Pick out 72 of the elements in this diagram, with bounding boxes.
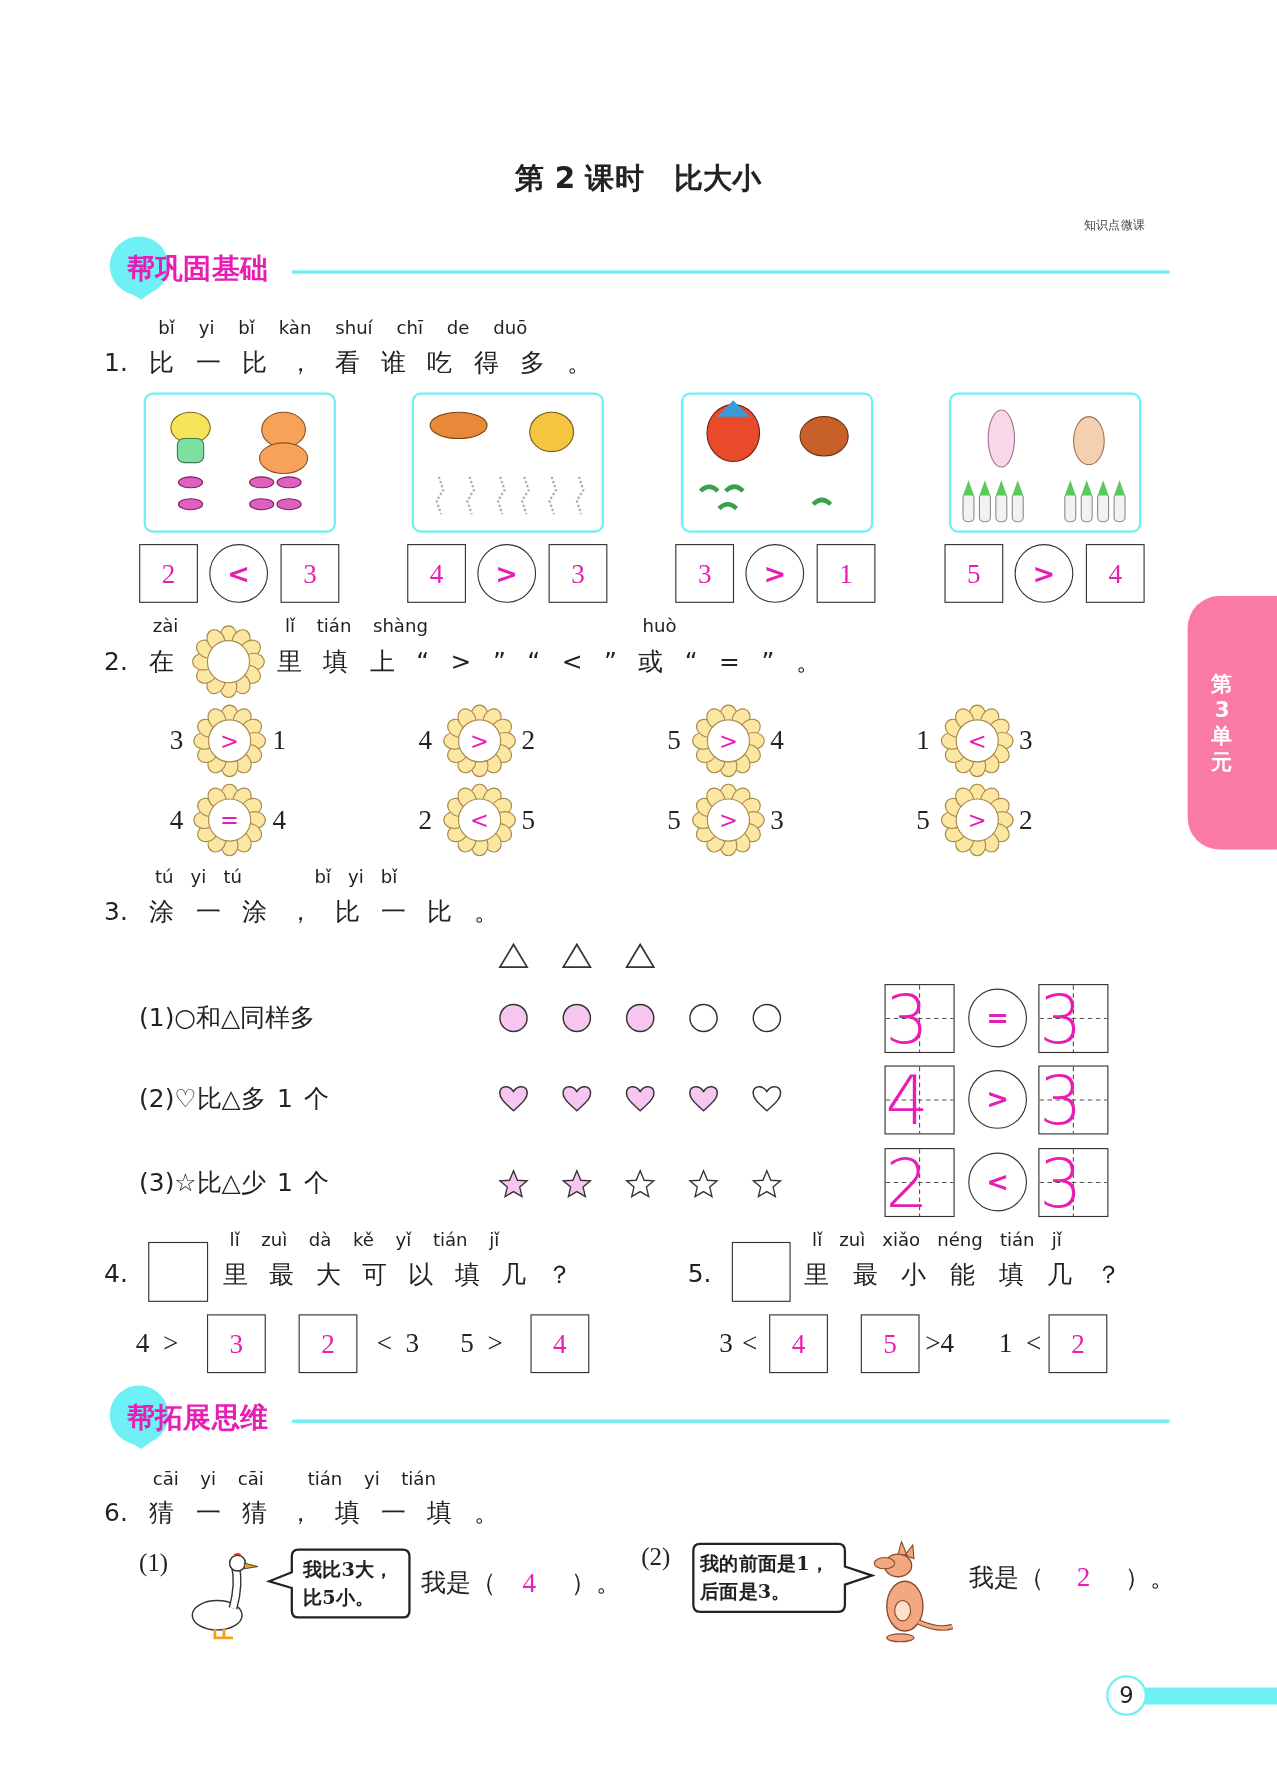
answer-circle: > (477, 544, 537, 603)
number: 4 (272, 804, 287, 836)
answer-number: 4 (522, 1568, 537, 1599)
number: 2 (521, 725, 535, 757)
number: 4 (770, 725, 784, 757)
answer-text: ）。 (571, 1567, 621, 1600)
comparison-text: 4 > (135, 1328, 179, 1359)
pinyin: huò (642, 614, 677, 637)
pinyin: tú yi tú (154, 865, 242, 888)
number: 4 (418, 725, 433, 757)
question-text: 里 最 大 可 以 填 几 ？ (222, 1259, 573, 1291)
question-text: 1. 比 一 比 ， 看 谁 吃 得 多 。 (104, 347, 592, 379)
item-number: (1) (139, 1548, 169, 1578)
animal-picture (411, 392, 604, 533)
pinyin: bǐ yi bǐ (314, 865, 398, 888)
number: 4 (169, 804, 184, 836)
writing-grid: 3 (884, 984, 955, 1054)
number: 3 (770, 804, 784, 836)
number: 3 (169, 725, 184, 757)
lesson-title: 第 2 课时 比大小 (514, 159, 763, 197)
animal-picture (949, 392, 1142, 533)
animal-picture (680, 392, 874, 533)
pinyin: tián yi tián (307, 1467, 436, 1490)
number: 5 (667, 725, 681, 757)
comparison-text: 5 > (460, 1328, 503, 1359)
answer-text: 我是（ (969, 1562, 1044, 1594)
question-text: (1)○和△同样多 (139, 1002, 315, 1034)
comparison-text: 1 < (998, 1328, 1042, 1359)
answer-box: 3 (207, 1314, 266, 1374)
number: 2 (418, 804, 433, 836)
pinyin: lǐ zuì dà kě yǐ tián jǐ (229, 1228, 500, 1251)
comparison-text: < 3 (376, 1328, 420, 1359)
comparison-text: 3 < (719, 1328, 758, 1359)
writing-grid: 4 (884, 1065, 955, 1135)
number: 1 (272, 725, 287, 757)
item-number: (2) (641, 1542, 671, 1573)
question-number: 4. (104, 1259, 128, 1288)
answer-text: 我是（ (420, 1567, 496, 1600)
qr-caption: 知识点微课 (1083, 216, 1146, 234)
speech-bubble: 我的前面是1，后面是3。 (691, 1541, 875, 1615)
page-number: 9 (1106, 1675, 1147, 1716)
comparison-text: >4 (925, 1328, 955, 1359)
pinyin: zài (152, 614, 179, 637)
number: 5 (667, 804, 681, 836)
question-number: 5. (687, 1259, 712, 1288)
answer-number: 2 (1076, 1562, 1091, 1594)
pinyin: lǐ zuì xiǎo néng tián jǐ (812, 1228, 1062, 1251)
question-text: 2. 在 (104, 646, 175, 678)
pinyin: bǐ yi bǐ kàn shuí chī de duō (158, 317, 528, 339)
writing-grid: 3 (1038, 1065, 1109, 1135)
answer-text: ）。 (1125, 1562, 1176, 1594)
pinyin: cāi yi cāi (152, 1467, 264, 1490)
number: 1 (916, 725, 930, 757)
blank-box (148, 1241, 209, 1302)
flower-circle (193, 626, 264, 697)
question-text: 里 最 小 能 填 几 ？ (804, 1259, 1121, 1291)
question-text: (3)☆比△少 1 个 (139, 1167, 329, 1199)
question-text: 3. 涂 一 涂 ， 比 一 比 。 (104, 895, 499, 928)
pinyin: lǐ tián shàng (285, 614, 428, 637)
question-text: 6. 猜 一 猜 ， 填 一 填 。 (104, 1497, 499, 1529)
writing-grid: 2 (884, 1148, 955, 1218)
question-text: (2)♡比△多 1 个 (139, 1083, 329, 1115)
number: 2 (1019, 804, 1033, 836)
speech-bubble: 我比3大，比5小。 (266, 1547, 412, 1620)
question-text: 里 填 上 “ > ” “ < ” 或 “ = ” 。 (277, 646, 821, 678)
writing-grid: 3 (1038, 984, 1109, 1054)
number: 3 (1019, 725, 1033, 757)
unit-tab: 第3单元 (1187, 596, 1277, 850)
animal-picture (143, 392, 336, 533)
number: 5 (521, 804, 535, 836)
number: 5 (916, 804, 930, 836)
writing-grid: 3 (1038, 1148, 1109, 1218)
